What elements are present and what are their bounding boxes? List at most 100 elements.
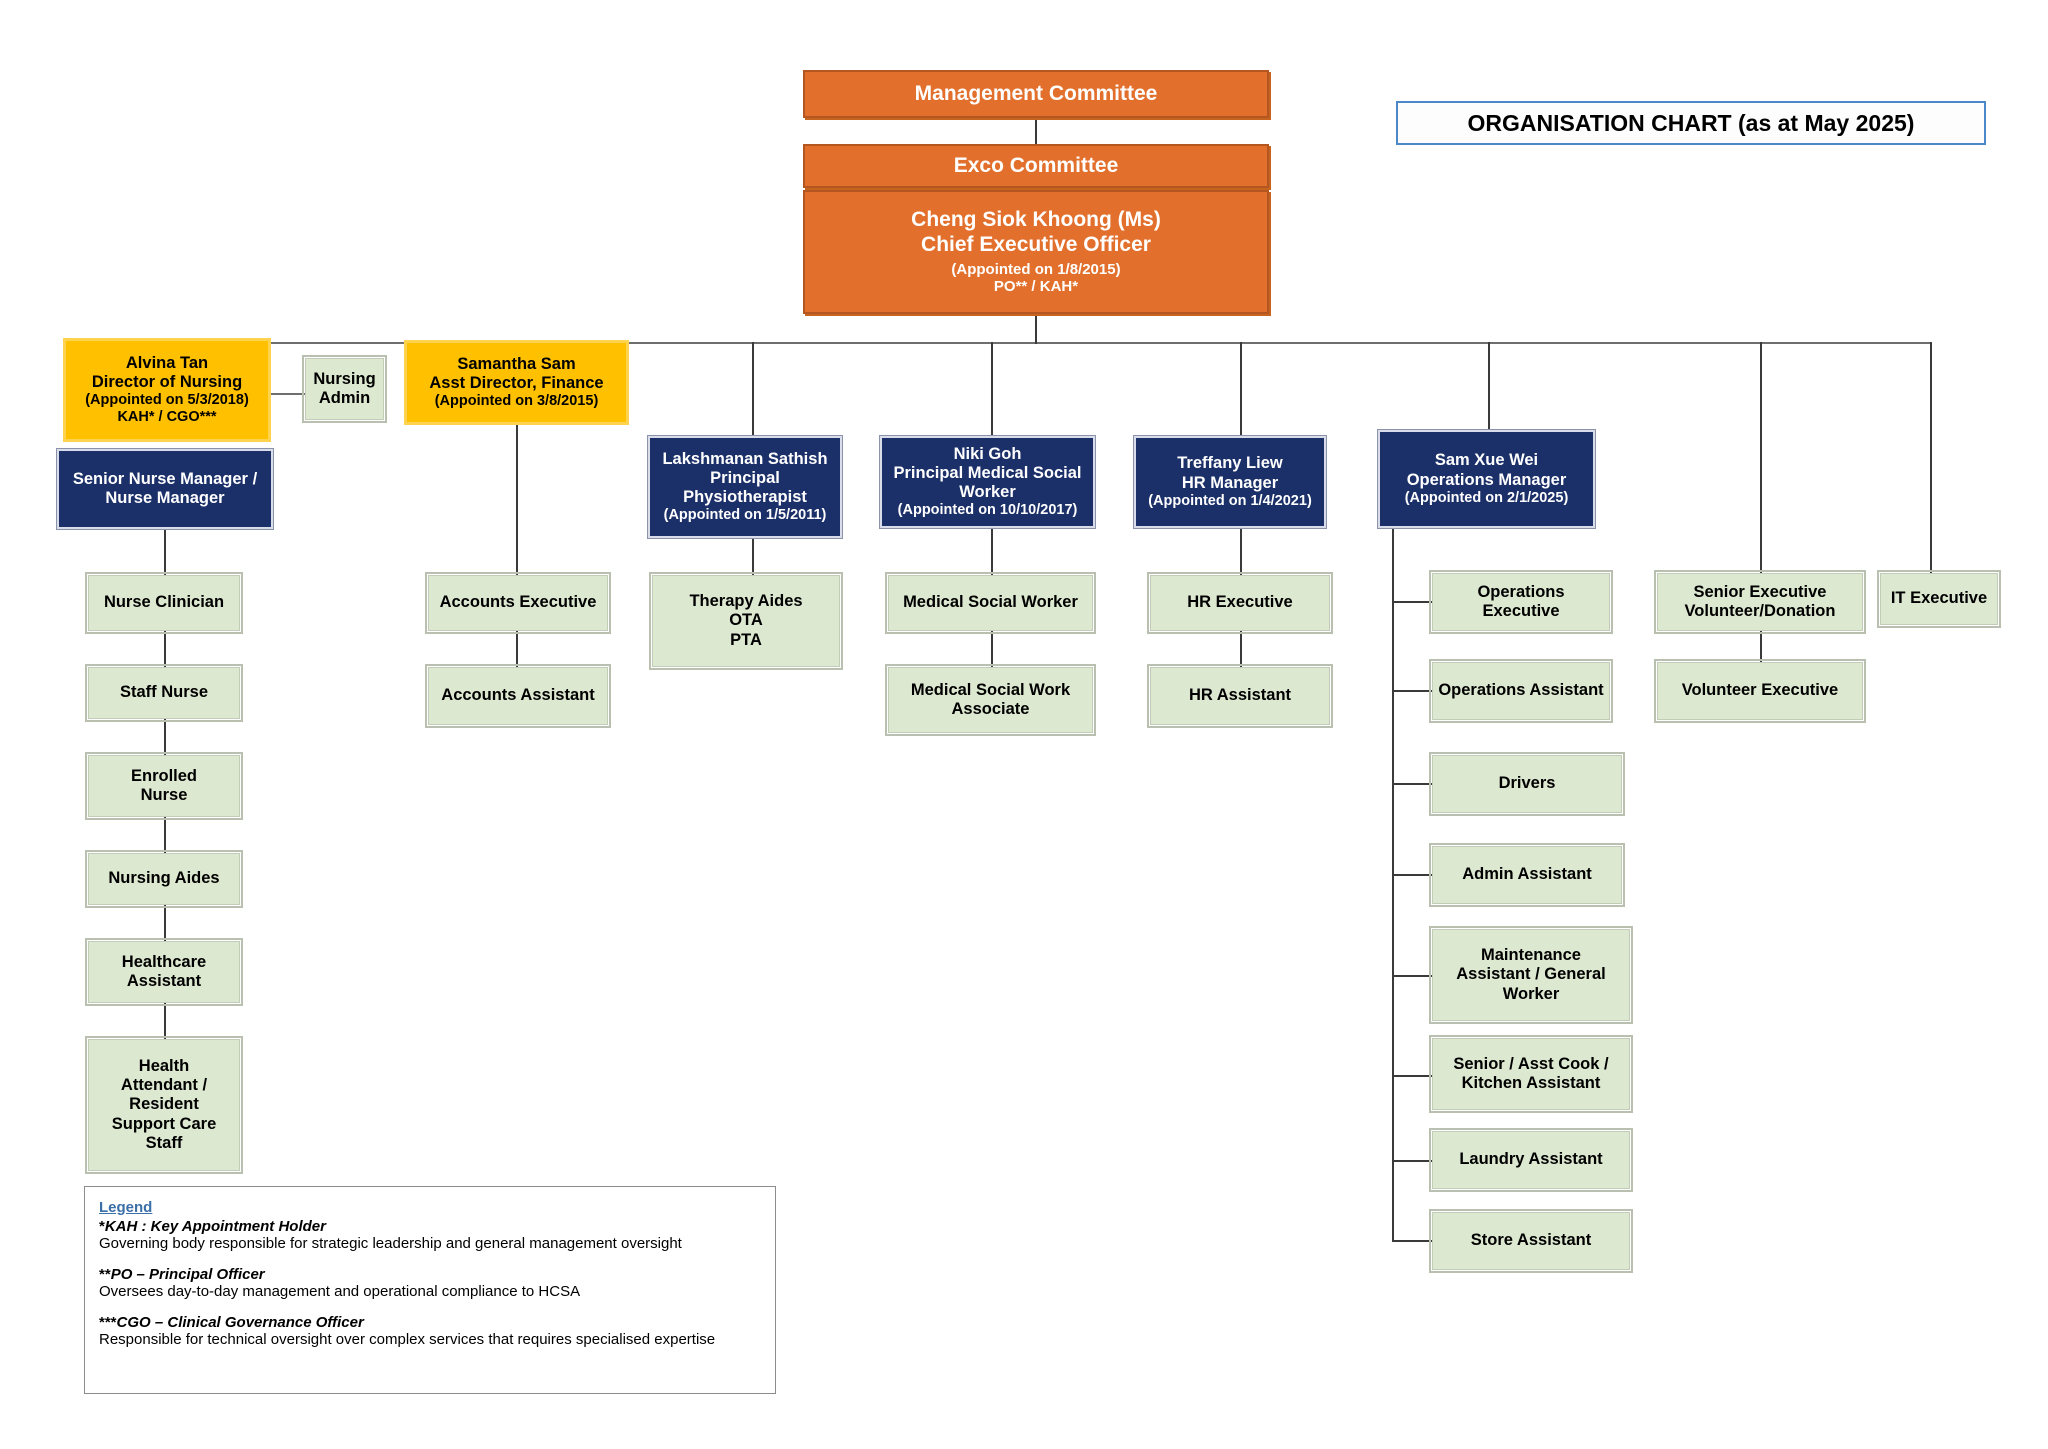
- connector-mc-to-exco: [1035, 118, 1037, 144]
- box-staff-nurse[interactable]: Staff Nurse: [85, 664, 243, 722]
- ceo-tags: PO** / KAH*: [993, 278, 1079, 296]
- nursing-director-role: Director of Nursing: [91, 373, 243, 392]
- box-operations-assistant[interactable]: Operations Assistant: [1429, 659, 1613, 723]
- box-hr-assistant[interactable]: HR Assistant: [1147, 664, 1333, 728]
- connector-ops-elbow-5: [1392, 1075, 1432, 1077]
- connector-mswmgr-to-msw: [991, 528, 993, 575]
- legend-heading: Legend: [99, 1199, 153, 1216]
- physio-appointed: (Appointed on 1/5/2011): [663, 507, 827, 524]
- ops-manager-name: Sam Xue Wei: [1434, 451, 1539, 470]
- connector-ops-elbow-4: [1392, 975, 1432, 977]
- box-store-assistant[interactable]: Store Assistant: [1429, 1209, 1633, 1273]
- msw-chain-item-0: Medical Social Worker: [903, 593, 1078, 612]
- nursing-director-tags: KAH* / CGO***: [117, 409, 217, 426]
- connector-nursing-5: [164, 1003, 166, 1039]
- nursing-chain-item-1: Staff Nurse: [119, 683, 209, 702]
- box-management-committee[interactable]: Management Committee: [803, 70, 1269, 118]
- box-senior-asst-cook[interactable]: Senior / Asst Cook /Kitchen Assistant: [1429, 1035, 1633, 1113]
- connector-finance-to-accexec: [516, 425, 518, 575]
- box-operations-executive[interactable]: Operations Executive: [1429, 570, 1613, 634]
- box-hr-executive[interactable]: HR Executive: [1147, 572, 1333, 634]
- connector-nursing-to-admin: [271, 393, 307, 395]
- ops-manager-role: Operations Manager: [1406, 470, 1567, 489]
- connector-nursing-3: [164, 817, 166, 853]
- nursing-director-name: Alvina Tan: [125, 353, 209, 372]
- box-hr-manager[interactable]: Treffany Liew HR Manager (Appointed on 1…: [1133, 435, 1327, 529]
- box-medical-social-worker[interactable]: Medical Social Worker: [885, 572, 1096, 634]
- nurse-manager-label: Senior Nurse Manager /Nurse Manager: [72, 469, 258, 507]
- connector-finance-1: [516, 631, 518, 667]
- legend-desc-0: Governing body responsible for strategic…: [99, 1235, 682, 1252]
- box-ceo[interactable]: Cheng Siok Khoong (Ms) Chief Executive O…: [803, 190, 1269, 314]
- box-operations-manager[interactable]: Sam Xue Wei Operations Manager (Appointe…: [1377, 429, 1596, 529]
- connector-ops-elbow-3: [1392, 874, 1432, 876]
- box-exco-committee[interactable]: Exco Committee: [803, 144, 1269, 188]
- box-accounts-executive[interactable]: Accounts Executive: [425, 572, 611, 634]
- connector-ops-elbow-1: [1392, 690, 1432, 692]
- finance-director-role: Asst Director, Finance: [429, 374, 604, 393]
- physio-name: Lakshmanan Sathish: [662, 449, 828, 468]
- box-it-executive[interactable]: IT Executive: [1877, 570, 2001, 628]
- legend-desc-1: Oversees day-to-day management and opera…: [99, 1283, 581, 1300]
- hr-chain-item-0: HR Executive: [1187, 593, 1293, 612]
- connector-ops-elbow-2: [1392, 783, 1432, 785]
- hr-chain-item-1: HR Assistant: [1188, 686, 1292, 705]
- box-senior-nurse-manager[interactable]: Senior Nurse Manager /Nurse Manager: [56, 448, 274, 530]
- hr-manager-name: Treffany Liew: [1177, 454, 1283, 473]
- box-laundry-assistant[interactable]: Laundry Assistant: [1429, 1128, 1633, 1192]
- legend-term-2: ***CGO – Clinical Governance Officer: [99, 1314, 364, 1331]
- connector-nursing-4: [164, 905, 166, 941]
- ceo-name: Cheng Siok Khoong (Ms): [911, 208, 1161, 232]
- box-drivers[interactable]: Drivers: [1429, 752, 1625, 816]
- box-accounts-assistant[interactable]: Accounts Assistant: [425, 664, 611, 728]
- finance-chain-item-1: Accounts Assistant: [441, 686, 595, 705]
- legend-term-1: **PO – Principal Officer: [99, 1266, 265, 1283]
- drop-physio-branch: [752, 342, 754, 436]
- connector-nursing-2: [164, 719, 166, 755]
- connector-msw-1: [991, 631, 993, 667]
- hr-manager-appointed: (Appointed on 1/4/2021): [1148, 492, 1312, 509]
- legend-desc-2: Responsible for technical oversight over…: [99, 1331, 716, 1348]
- msw-manager-appointed: (Appointed on 10/10/2017): [897, 502, 1078, 519]
- box-asst-director-finance[interactable]: Samantha Sam Asst Director, Finance (App…: [404, 340, 629, 425]
- box-nursing-aides[interactable]: Nursing Aides: [85, 850, 243, 908]
- box-volunteer-executive[interactable]: Volunteer Executive: [1654, 659, 1866, 723]
- connector-hr-1: [1240, 631, 1242, 667]
- finance-director-appointed: (Appointed on 3/8/2015): [434, 393, 599, 410]
- finance-chain-item-0: Accounts Executive: [439, 593, 597, 612]
- ops-chain-item-7: Store Assistant: [1470, 1231, 1592, 1250]
- nursing-chain-item-3: Nursing Aides: [108, 869, 220, 888]
- ops-chain-item-5: Senior / Asst Cook /Kitchen Assistant: [1453, 1054, 1609, 1092]
- box-admin-assistant[interactable]: Admin Assistant: [1429, 843, 1625, 907]
- legend-term-0: *KAH : Key Appointment Holder: [99, 1218, 326, 1235]
- connector-ceo-drop: [1035, 312, 1037, 344]
- box-director-of-nursing[interactable]: Alvina Tan Director of Nursing (Appointe…: [63, 338, 271, 442]
- ops-chain-item-3: Admin Assistant: [1462, 865, 1592, 884]
- ceo-role: Chief Executive Officer: [921, 232, 1151, 256]
- nursing-chain-item-0: Nurse Clinician: [103, 593, 225, 612]
- box-nurse-clinician[interactable]: Nurse Clinician: [85, 572, 243, 634]
- exco-committee-label: Exco Committee: [953, 153, 1119, 177]
- connector-ops-elbow-7: [1392, 1240, 1432, 1242]
